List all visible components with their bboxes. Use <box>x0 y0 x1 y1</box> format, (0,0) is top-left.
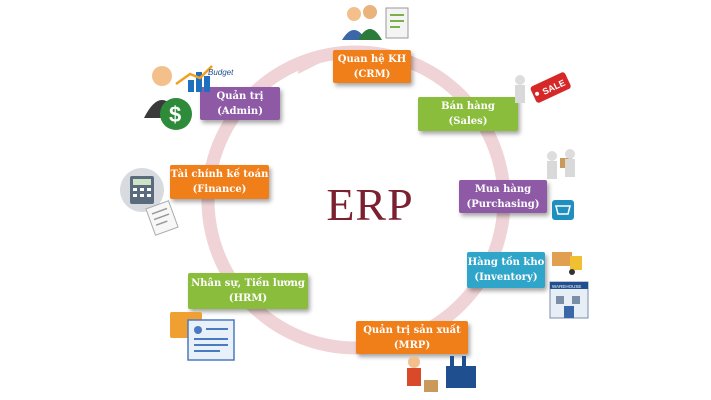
sale-tag-icon: SALE <box>515 72 571 103</box>
module-sales-name: Bán hàng <box>441 101 495 112</box>
svg-text:$: $ <box>169 102 181 127</box>
module-crm-name: Quan hệ KH <box>337 53 407 65</box>
module-admin[interactable]: Quản trị (Admin) <box>200 87 280 120</box>
module-finance[interactable]: Tài chính kế toán (Finance) <box>170 165 269 199</box>
module-finance-code: (Finance) <box>192 184 247 195</box>
module-purchasing[interactable]: Mua hàng (Purchasing) <box>459 180 547 213</box>
hr-documents-icon <box>170 312 235 361</box>
module-sales[interactable]: Bán hàng (Sales) <box>418 97 518 131</box>
module-hrm-code: (HRM) <box>228 293 268 304</box>
module-hrm[interactable]: Nhân sự, Tiền lương (HRM) <box>188 273 308 309</box>
module-purchasing-code: (Purchasing) <box>466 198 540 210</box>
warehouse-icon: WAREHOUSE <box>549 252 589 319</box>
module-admin-code: (Admin) <box>217 105 263 117</box>
calculator-icon <box>120 168 179 236</box>
module-crm-code: (CRM) <box>353 68 391 80</box>
cart-icon <box>552 200 574 220</box>
module-admin-name: Quản trị <box>216 90 264 102</box>
module-mrp[interactable]: Quản trị sản xuất (MRP) <box>356 321 468 354</box>
admin-manager-icon: $ <box>144 65 213 130</box>
warehouse-sign: WAREHOUSE <box>552 284 581 289</box>
purchasing-figures-icon <box>547 149 575 220</box>
budget-label: Budget <box>208 68 234 77</box>
module-inventory-name: Hàng tồn kho <box>467 257 545 268</box>
module-purchasing-name: Mua hàng <box>474 183 532 195</box>
crm-people-icon <box>342 5 409 40</box>
factory-icon <box>407 356 476 392</box>
module-crm[interactable]: Quan hệ KH (CRM) <box>333 50 411 83</box>
module-mrp-code: (MRP) <box>393 339 431 351</box>
module-sales-code: (Sales) <box>448 116 488 127</box>
module-inventory[interactable]: Hàng tồn kho (Inventory) <box>467 252 545 288</box>
erp-title: ERP <box>326 179 414 230</box>
module-inventory-code: (Inventory) <box>474 272 538 283</box>
module-hrm-name: Nhân sự, Tiền lương <box>191 278 305 289</box>
module-finance-name: Tài chính kế toán <box>170 169 269 180</box>
cycle-arrowhead <box>298 56 322 74</box>
module-mrp-name: Quản trị sản xuất <box>363 324 461 336</box>
